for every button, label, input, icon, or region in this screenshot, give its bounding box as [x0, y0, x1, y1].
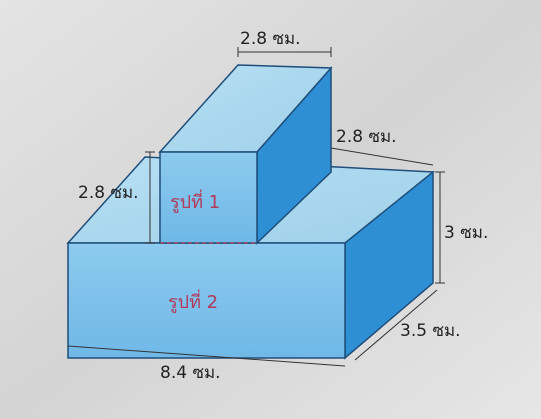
- step-depth-label: 2.8 ซม.: [336, 127, 397, 147]
- right-height-label: 3 ซม.: [444, 223, 488, 243]
- depth-dimension-line: [354, 289, 438, 361]
- region-2-label: รูปที่ 2: [168, 289, 218, 313]
- region-1-label: รูปที่ 1: [170, 189, 220, 213]
- lower-prism-front-face: [67, 242, 346, 359]
- left-height-label: 2.8 ซม.: [78, 183, 139, 203]
- depth-label: 3.5 ซม.: [400, 321, 461, 341]
- bottom-length-label: 8.4 ซม.: [160, 363, 221, 383]
- step-depth-dimension-line: [330, 147, 434, 166]
- top-width-label: 2.8 ซม.: [240, 29, 301, 49]
- bottom-length-dimension-line: [67, 345, 346, 367]
- upper-prism-front-face: [159, 151, 258, 244]
